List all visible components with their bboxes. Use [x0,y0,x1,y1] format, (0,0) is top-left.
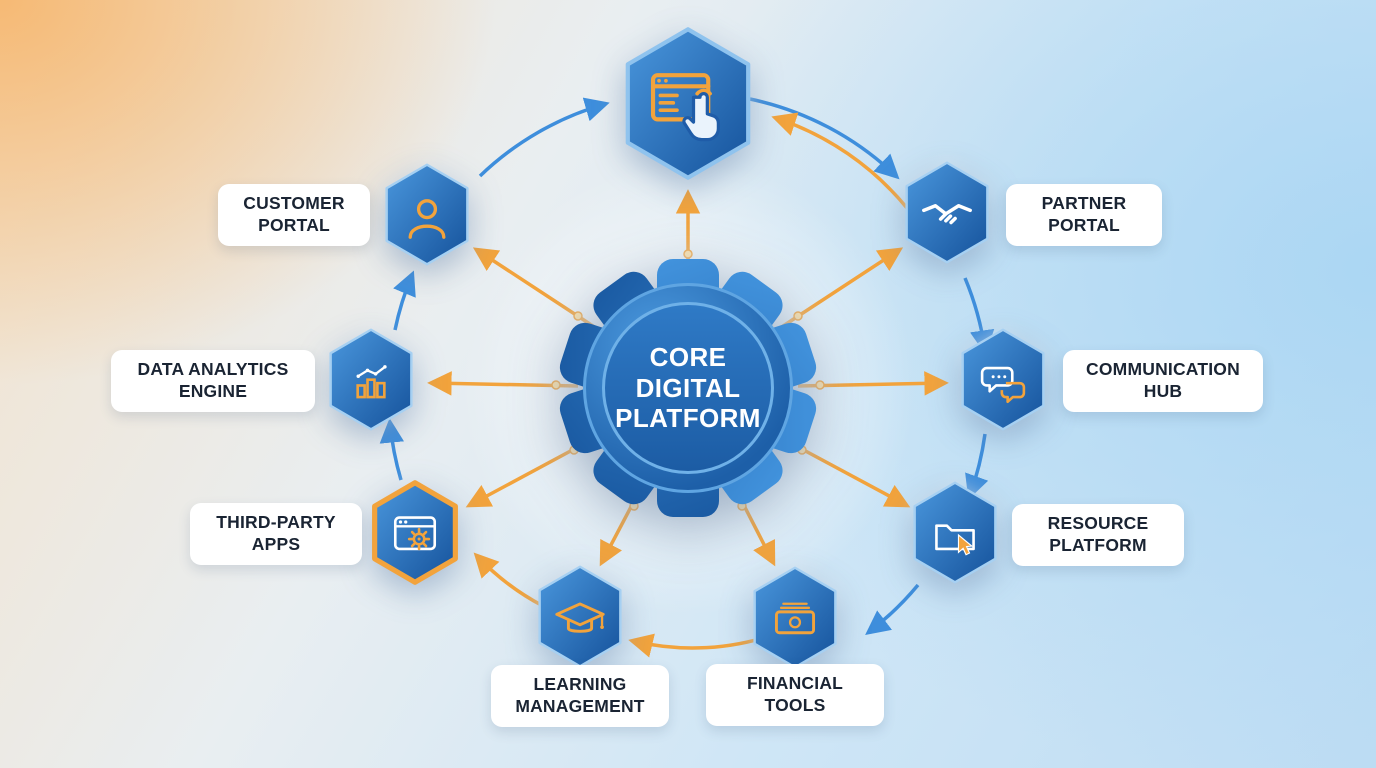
graduation-cap-icon [555,602,605,633]
label-resource-platform: RESOURCE PLATFORM [1012,504,1184,566]
handshake-icon [922,203,972,225]
label-text: THIRD-PARTY APPS [216,512,336,554]
arc-financial-to-learning [628,633,764,658]
arc-customer-to-app [478,97,610,178]
label-financial-tools: FINANCIAL TOOLS [706,664,884,726]
node-data-analytics-engine [324,326,418,438]
node-partner-portal [900,159,994,271]
arc-data-to-customer [393,270,416,331]
node-communication-hub [956,326,1050,438]
node-app-interface [618,24,758,189]
arc-resource-to-financial [865,583,920,635]
ring-arrows-orange [473,112,909,658]
arc-learning-to-thirdparty [473,552,544,608]
node-learning-management [533,563,627,675]
arc-app-to-partner [749,97,900,180]
ring-arrows-blue [379,97,995,635]
label-text: RESOURCE PLATFORM [1047,513,1149,555]
hexagon-shape [625,27,751,180]
arc-partner-to-app [771,112,909,210]
node-financial-tools [748,564,842,676]
label-customer-portal: CUSTOMER PORTAL [218,184,370,246]
label-learning-management: LEARNING MANAGEMENT [491,665,669,727]
hexagon-shape [385,163,469,266]
label-text: COMMUNICATION HUB [1086,359,1240,401]
banknote-icon [774,602,816,635]
folder-cursor-icon [935,524,975,556]
label-third-party-apps: THIRD-PARTY APPS [190,503,362,565]
arc-thirdparty-to-data [379,418,405,481]
browser-gear-icon [393,516,437,551]
label-text: DATA ANALYTICS ENGINE [137,359,289,401]
node-resource-platform [908,479,1002,591]
label-text: CUSTOMER PORTAL [243,193,345,235]
user-icon [408,199,446,239]
hexagon-shape [913,481,997,584]
chat-bubbles-icon [980,366,1026,404]
browser-touch-icon [650,72,720,141]
bar-chart-icon [356,365,387,399]
label-text: LEARNING MANAGEMENT [515,674,645,716]
core-line-2: DIGITAL [635,372,741,403]
label-text: PARTNER PORTAL [1041,193,1127,235]
node-customer-portal [380,161,474,273]
label-data-analytics-engine: DATA ANALYTICS ENGINE [111,350,315,412]
core-platform-label: CORE DIGITAL PLATFORM [602,302,774,474]
hexagon-shape [372,480,458,585]
label-partner-portal: PARTNER PORTAL [1006,184,1162,246]
core-line-3: PLATFORM [615,403,761,434]
label-text: FINANCIAL TOOLS [746,673,844,715]
core-line-1: CORE [649,341,727,372]
label-communication-hub: COMMUNICATION HUB [1063,350,1263,412]
node-third-party-apps [368,479,462,591]
